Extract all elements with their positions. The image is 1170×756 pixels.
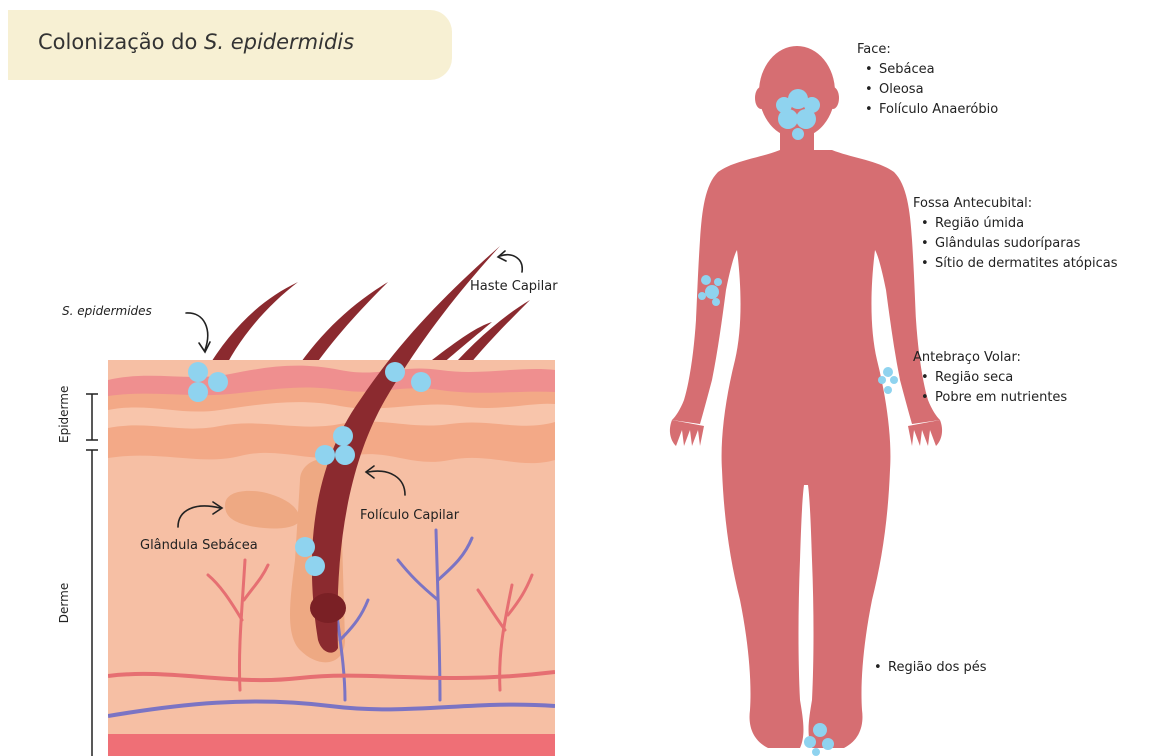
- site-pes: Região dos pés: [866, 658, 987, 678]
- fossa-list: Região úmida Glândulas sudoríparas Sítio…: [913, 214, 1118, 274]
- face-list: Sebácea Oleosa Folículo Anaeróbio: [857, 60, 998, 120]
- fossa-heading: Fossa Antecubital:: [913, 194, 1118, 214]
- antebraco-list: Região seca Pobre em nutrientes: [913, 368, 1067, 408]
- site-antebraco-volar: Antebraço Volar: Região seca Pobre em nu…: [913, 348, 1067, 408]
- face-heading: Face:: [857, 40, 998, 60]
- site-face: Face: Sebácea Oleosa Folículo Anaeróbio: [857, 40, 998, 120]
- face-item: Sebácea: [879, 60, 998, 80]
- site-fossa-antecubital: Fossa Antecubital: Região úmida Glândula…: [913, 194, 1118, 274]
- face-item: Folículo Anaeróbio: [879, 100, 998, 120]
- antebraco-item: Pobre em nutrientes: [935, 388, 1067, 408]
- fossa-item: Sítio de dermatites atópicas: [935, 254, 1118, 274]
- antebraco-item: Região seca: [935, 368, 1067, 388]
- pes-item: Região dos pés: [888, 658, 987, 678]
- fossa-item: Região úmida: [935, 214, 1118, 234]
- antebraco-heading: Antebraço Volar:: [913, 348, 1067, 368]
- face-item: Oleosa: [879, 80, 998, 100]
- pes-list: Região dos pés: [866, 658, 987, 678]
- fossa-item: Glândulas sudoríparas: [935, 234, 1118, 254]
